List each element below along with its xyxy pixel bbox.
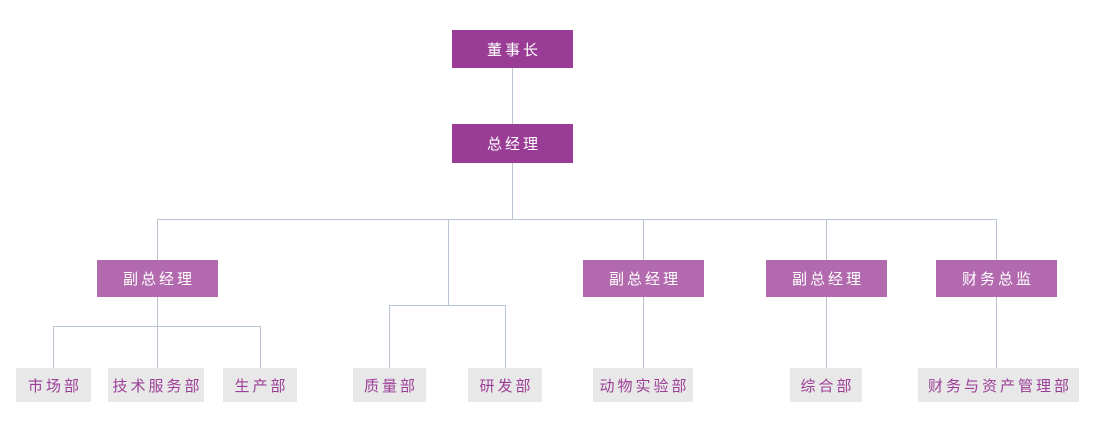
node-finance-director: 财务总监 <box>936 260 1057 297</box>
connector-to-market-dept <box>53 326 54 368</box>
node-production-dept: 生产部 <box>223 368 297 402</box>
connector-to-vice-gm-1 <box>157 219 158 260</box>
node-chairman: 董事长 <box>452 30 573 68</box>
node-rnd-dept: 研发部 <box>468 368 542 402</box>
connector-to-animal-lab-dept <box>643 297 644 368</box>
connector-to-rnd-dept <box>505 305 506 368</box>
connector-vice-gm-1-down <box>157 297 158 368</box>
connector-chairman-to-gm <box>512 68 513 124</box>
node-finance-asset-dept: 财务与资产管理部 <box>918 368 1079 402</box>
connector-to-finance-director <box>996 219 997 260</box>
connector-to-finance-asset-dept <box>996 297 997 368</box>
node-tech-service-dept: 技术服务部 <box>108 368 204 402</box>
connector-to-quality-dept <box>389 305 390 368</box>
connector-to-vice-gm-2 <box>643 219 644 260</box>
connector-gm-down <box>512 163 513 220</box>
node-vice-gm-1: 副总经理 <box>97 260 218 297</box>
node-vice-gm-3: 副总经理 <box>766 260 887 297</box>
connector-vice-gm-1-distribution <box>53 326 261 327</box>
node-quality-dept: 质量部 <box>353 368 426 402</box>
connector-to-production-dept <box>260 326 261 368</box>
connector-gm-distribution <box>157 219 997 220</box>
connector-to-vice-gm-3 <box>826 219 827 260</box>
connector-quality-rnd-distribution <box>389 305 506 306</box>
node-general-dept: 综合部 <box>790 368 862 402</box>
connector-to-quality-rnd-branch <box>448 219 449 306</box>
connector-to-general-dept <box>826 297 827 368</box>
node-vice-gm-2: 副总经理 <box>583 260 704 297</box>
node-market-dept: 市场部 <box>16 368 91 402</box>
node-animal-lab-dept: 动物实验部 <box>593 368 693 402</box>
node-general-manager: 总经理 <box>452 124 573 163</box>
